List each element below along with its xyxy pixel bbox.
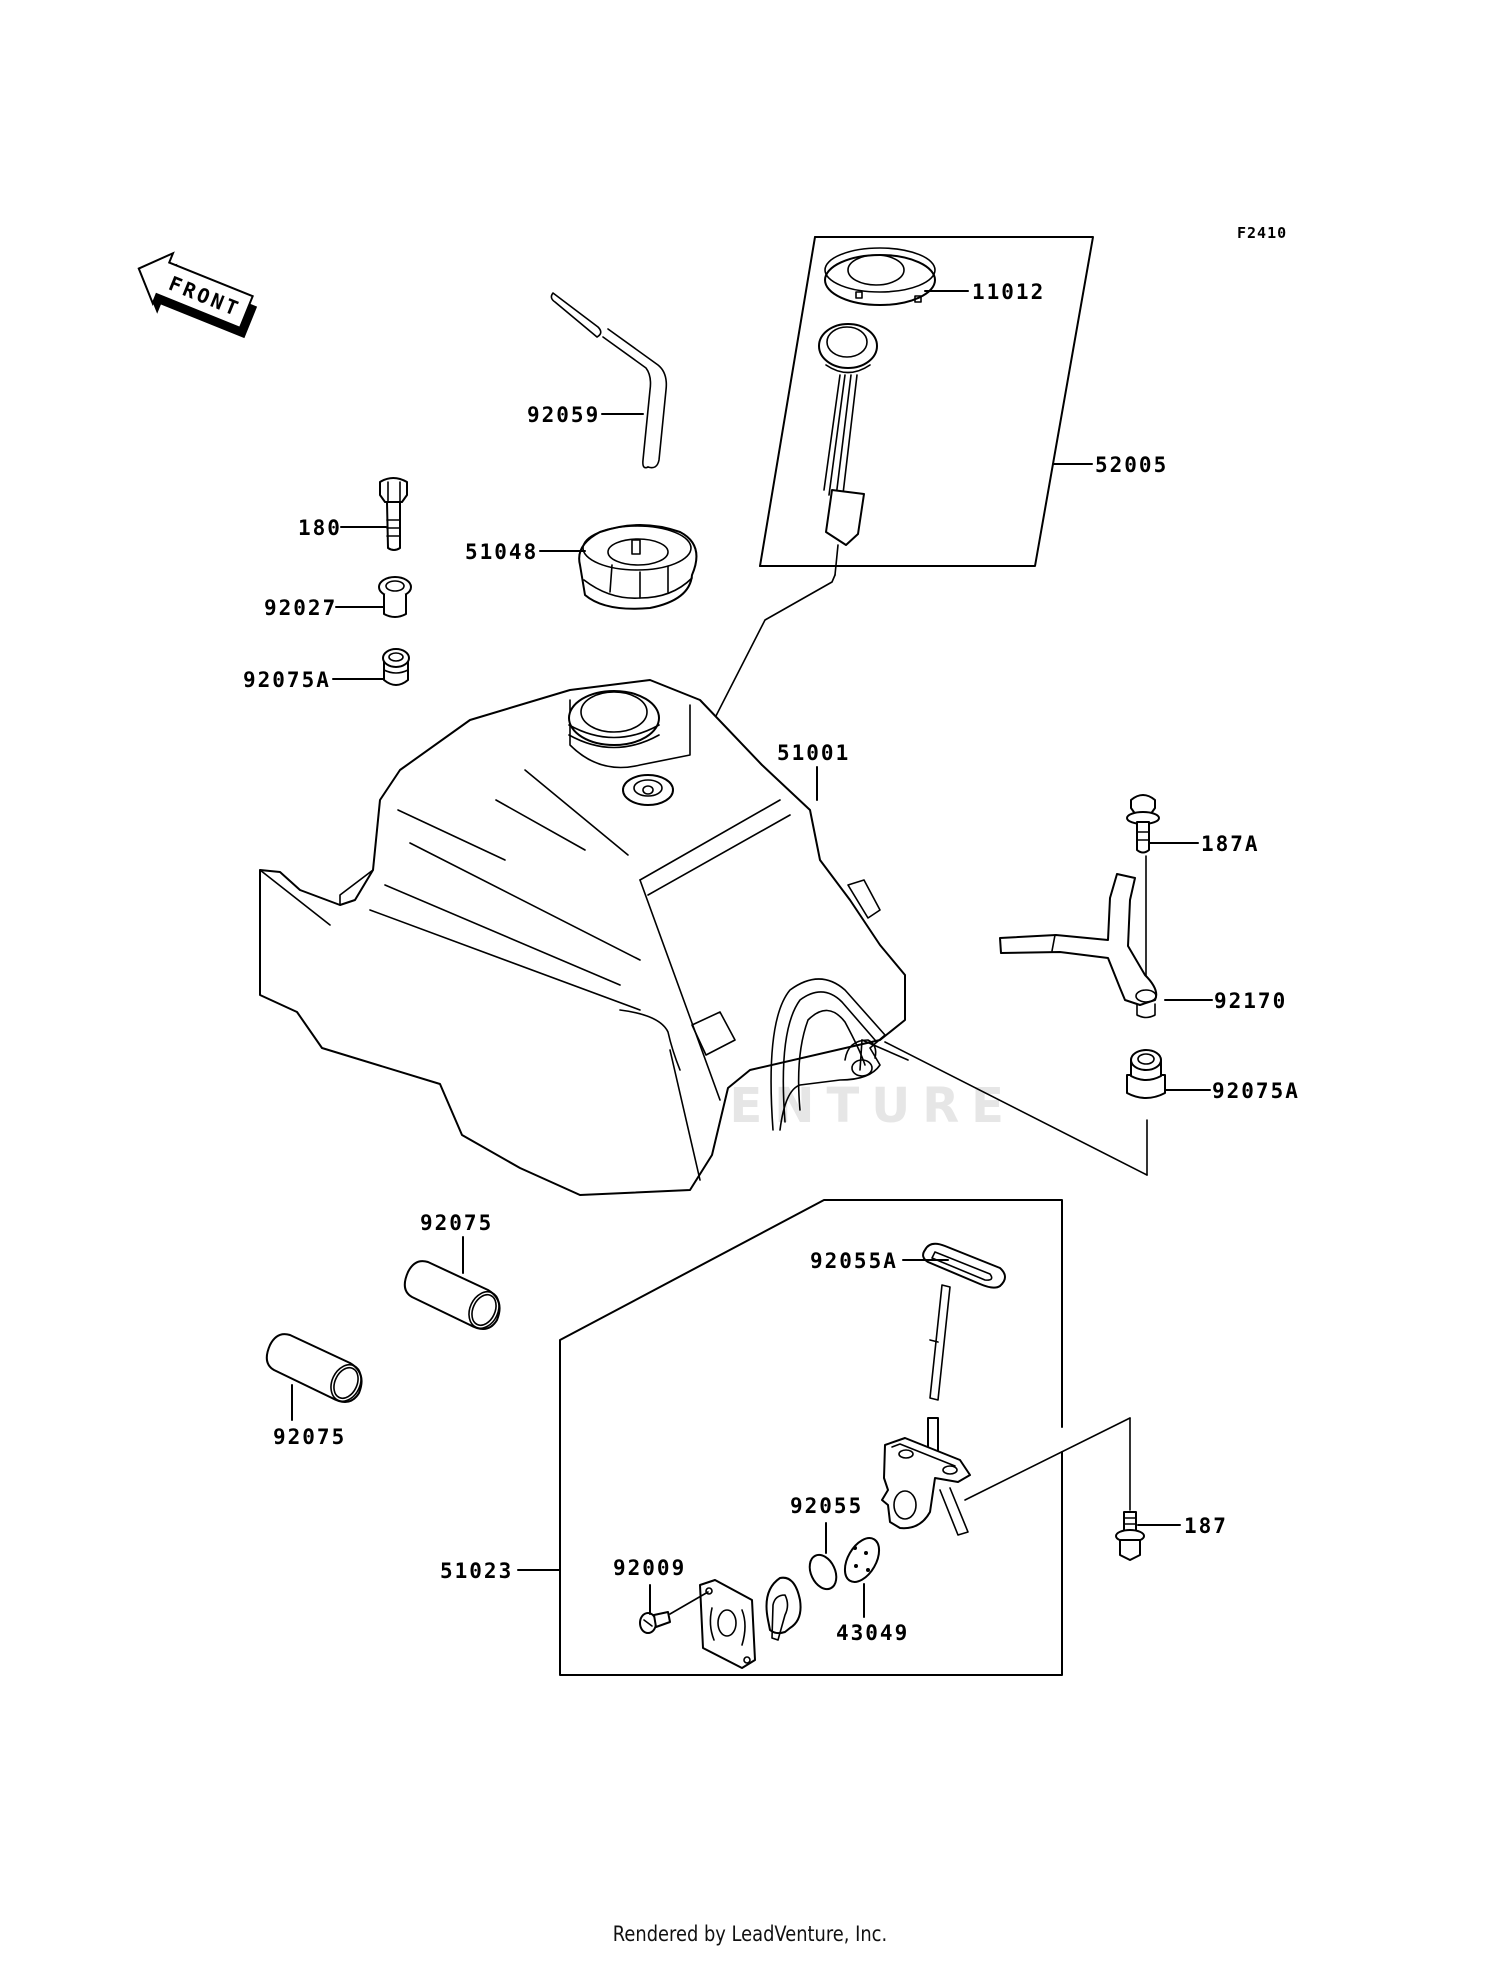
fuel-gauge-kit-frame — [759, 236, 1094, 567]
footer-credit: Rendered by LeadVenture, Inc. — [612, 1922, 888, 1946]
front-arrow-icon: FRONT — [137, 251, 258, 339]
part-92059-hose[interactable] — [550, 292, 668, 469]
part-92055A-gasket[interactable] — [922, 1242, 1006, 1289]
part-label-92075A-right[interactable]: 92075A — [1212, 1079, 1300, 1103]
part-92075A-right-damper[interactable] — [1126, 1049, 1166, 1099]
part-92027-collar[interactable] — [378, 576, 412, 618]
part-label-92075-bottom[interactable]: 92075 — [273, 1425, 346, 1449]
part-51001-fuel-tank[interactable] — [259, 679, 1148, 1196]
part-92009-screw[interactable] — [639, 1591, 709, 1634]
part-label-92055A[interactable]: 92055A — [810, 1249, 898, 1273]
part-label-52005[interactable]: 52005 — [1095, 453, 1168, 477]
part-92170-bracket[interactable] — [999, 873, 1158, 1019]
part-92075-bottom-spacer[interactable] — [265, 1333, 367, 1406]
part-187A-bolt[interactable] — [1126, 794, 1160, 994]
part-label-187[interactable]: 187 — [1184, 1514, 1228, 1538]
part-label-92075-top[interactable]: 92075 — [420, 1211, 493, 1235]
fuel-cock-lever-seal — [765, 1576, 802, 1641]
fuel-cock-kit-frame — [559, 1199, 1063, 1676]
part-43049-filter[interactable] — [838, 1532, 886, 1588]
part-label-43049[interactable]: 43049 — [836, 1621, 909, 1645]
part-label-92170[interactable]: 92170 — [1214, 989, 1287, 1013]
part-label-180[interactable]: 180 — [298, 516, 342, 540]
part-92055-o-ring[interactable] — [805, 1551, 842, 1594]
part-92075A-left-damper[interactable] — [382, 648, 410, 686]
part-92075-top-spacer[interactable] — [403, 1260, 505, 1333]
part-label-92075A-left[interactable]: 92075A — [243, 668, 331, 692]
part-51048-fuel-cap[interactable] — [578, 524, 698, 610]
part-187-bolt[interactable] — [964, 1417, 1145, 1561]
part-180-bolt[interactable] — [379, 477, 408, 551]
part-label-92059[interactable]: 92059 — [527, 403, 600, 427]
figure-code: F2410 — [1237, 224, 1287, 242]
part-label-187A[interactable]: 187A — [1201, 832, 1260, 856]
part-label-92027[interactable]: 92027 — [264, 596, 337, 620]
part-label-51048[interactable]: 51048 — [465, 540, 538, 564]
part-label-92009[interactable]: 92009 — [613, 1556, 686, 1580]
fuel-cock-lever-plate — [699, 1579, 756, 1669]
part-51023-fuel-cock-body[interactable] — [881, 1284, 971, 1536]
part-label-51023[interactable]: 51023 — [440, 1559, 513, 1583]
part-label-11012[interactable]: 11012 — [972, 280, 1045, 304]
part-label-51001[interactable]: 51001 — [777, 741, 850, 765]
part-label-92055[interactable]: 92055 — [790, 1494, 863, 1518]
part-11012-ring-nut[interactable] — [824, 247, 936, 306]
part-52005-fuel-gauge[interactable] — [672, 323, 878, 801]
